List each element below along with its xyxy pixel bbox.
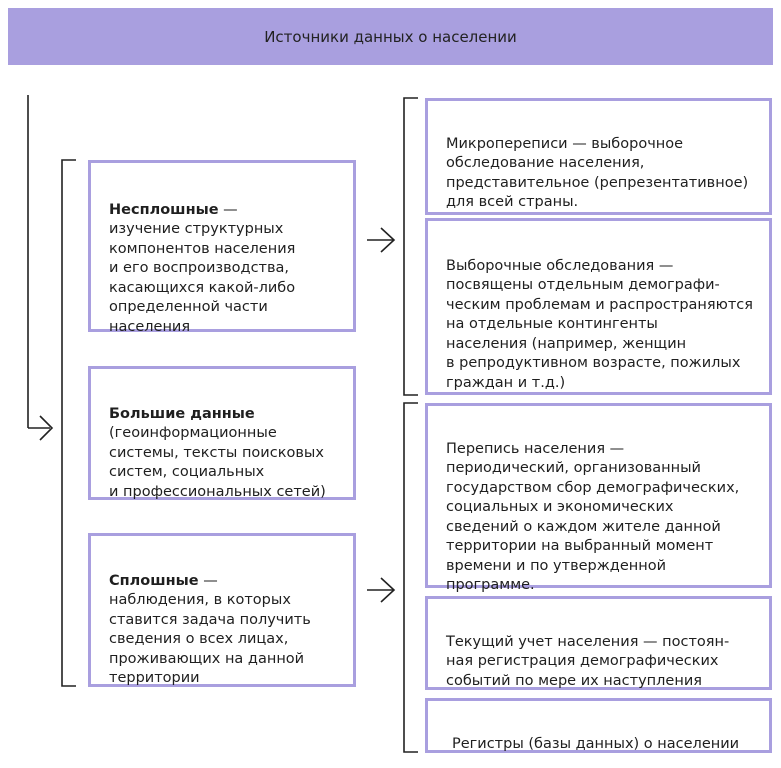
box-sample-surveys: Выборочные обследования — посвящены отде… bbox=[425, 218, 772, 395]
box-microcensus: Микропереписи — выборочное обследование … bbox=[425, 98, 772, 215]
diagram-title: Источники данных о населении bbox=[264, 27, 517, 46]
right-bracket-top bbox=[403, 97, 418, 396]
box-text: Выборочные обследования — посвящены отде… bbox=[446, 257, 753, 391]
box-population-registers: Регистры (базы данных) о населении bbox=[425, 698, 772, 753]
box-exhaustive: Сплошные — наблюдения, в которых ставитс… bbox=[88, 533, 356, 687]
box-current-registration: Текущий учет населения — постоян- ная ре… bbox=[425, 596, 772, 690]
box-heading: Несплошные bbox=[109, 201, 219, 218]
arrow-bottom-icon bbox=[380, 577, 396, 603]
box-text: Текущий учет населения — постоян- ная ре… bbox=[446, 633, 730, 689]
box-heading: Большие данные bbox=[109, 405, 255, 422]
box-text: Перепись населения — периодический, орга… bbox=[446, 440, 740, 594]
box-nonexhaustive: Несплошные — изучение структурных компон… bbox=[88, 160, 356, 335]
box-census: Перепись населения — периодический, орга… bbox=[425, 403, 772, 593]
box-heading: Сплошные bbox=[109, 572, 199, 589]
left-bracket bbox=[61, 159, 76, 687]
arrow-top-icon bbox=[380, 227, 396, 253]
right-bracket-bottom bbox=[403, 402, 418, 753]
box-big-data: Большие данные (геоинформационные систем… bbox=[88, 366, 356, 500]
outer-arrow-icon bbox=[39, 415, 54, 441]
box-text: (геоинформационные системы, тексты поиск… bbox=[109, 425, 326, 500]
diagram-header: Источники данных о населении bbox=[8, 8, 773, 65]
box-text: Микропереписи — выборочное обследование … bbox=[446, 135, 749, 211]
box-text: — изучение структурных компонентов насел… bbox=[109, 201, 296, 335]
box-text: — наблюдения, в которых ставится задача … bbox=[109, 572, 311, 687]
box-text: Регистры (базы данных) о населении bbox=[452, 735, 740, 752]
